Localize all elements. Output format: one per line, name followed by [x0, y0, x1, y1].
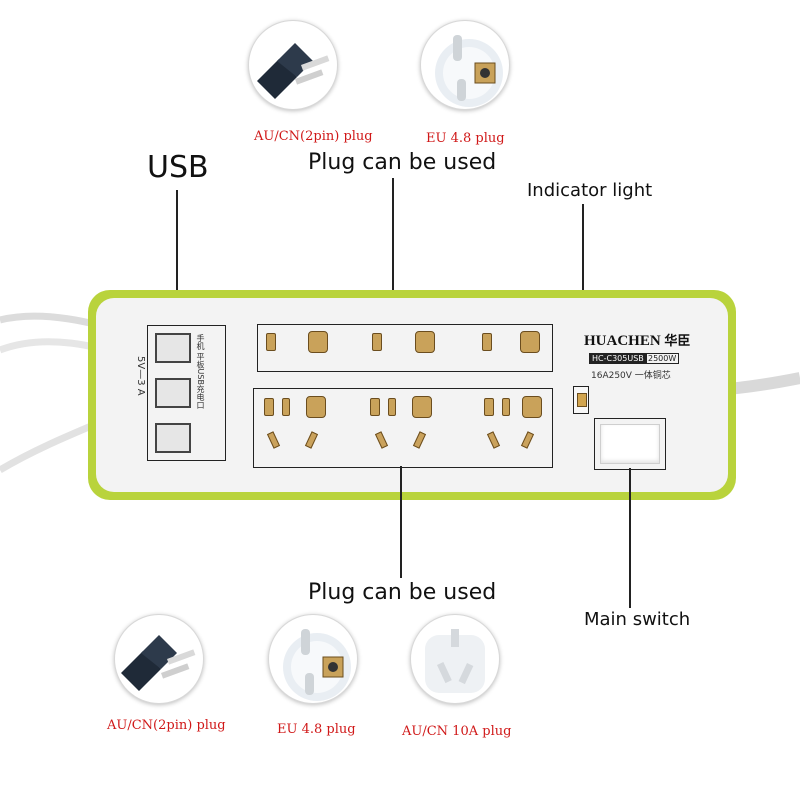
model-badge: HC-C305USB: [589, 353, 647, 364]
power-badge: 2500W: [645, 353, 680, 364]
bottom-plug1-caption: AU/CN(2pin) plug: [107, 718, 226, 733]
top-plug1-caption: AU/CN(2pin) plug: [254, 129, 373, 144]
au-cn-2pin-plug-icon: [248, 20, 338, 110]
usb-port-3[interactable]: [155, 423, 191, 453]
main-switch-label: Main switch: [584, 609, 691, 630]
usb-ports-box: [147, 325, 226, 461]
usb-charging-text: 手机 平板USB充电口: [196, 334, 205, 409]
brand-latin: HUACHEN: [584, 333, 661, 349]
usb-port-2[interactable]: [155, 378, 191, 408]
bottom-plug-leader-line: [400, 466, 402, 578]
au-cn-2pin-plug-icon: [114, 614, 204, 704]
usb-port-1[interactable]: [155, 333, 191, 363]
usb-spec-text: 5V—3 A: [135, 356, 146, 396]
au-cn-10a-plug-icon: [410, 614, 500, 704]
top-plug-leader-line: [392, 178, 394, 324]
indicator-light-box: [573, 386, 589, 414]
bottom-socket-2[interactable]: [412, 396, 432, 418]
top-socket-row-box: [257, 324, 553, 372]
switch-leader-line: [629, 468, 631, 608]
bottom-plug2-caption: EU 4.8 plug: [277, 722, 356, 737]
bottom-plug3-caption: AU/CN 10A plug: [402, 724, 512, 739]
brand-chinese: 华臣: [664, 333, 691, 348]
rating-text: 16A250V 一体铜芯: [591, 371, 671, 381]
top-socket-2[interactable]: [415, 331, 435, 353]
top-plug2-caption: EU 4.8 plug: [426, 131, 505, 146]
eu-4.8-plug-icon: [420, 20, 510, 110]
main-switch[interactable]: [600, 424, 660, 464]
bottom-plug-heading: Plug can be used: [308, 580, 497, 605]
eu-4.8-plug-icon: [268, 614, 358, 704]
indicator-light-label: Indicator light: [527, 180, 653, 201]
bottom-socket-1[interactable]: [306, 396, 326, 418]
usb-leader-line: [176, 190, 178, 326]
bottom-socket-row-box: [253, 388, 553, 468]
top-socket-1[interactable]: [308, 331, 328, 353]
top-socket-3[interactable]: [520, 331, 540, 353]
bottom-socket-3[interactable]: [522, 396, 542, 418]
indicator-light: [577, 393, 587, 407]
usb-label: USB: [147, 150, 209, 185]
brand-name: HUACHEN 华臣: [584, 330, 690, 350]
top-plug-heading: Plug can be used: [308, 150, 497, 175]
